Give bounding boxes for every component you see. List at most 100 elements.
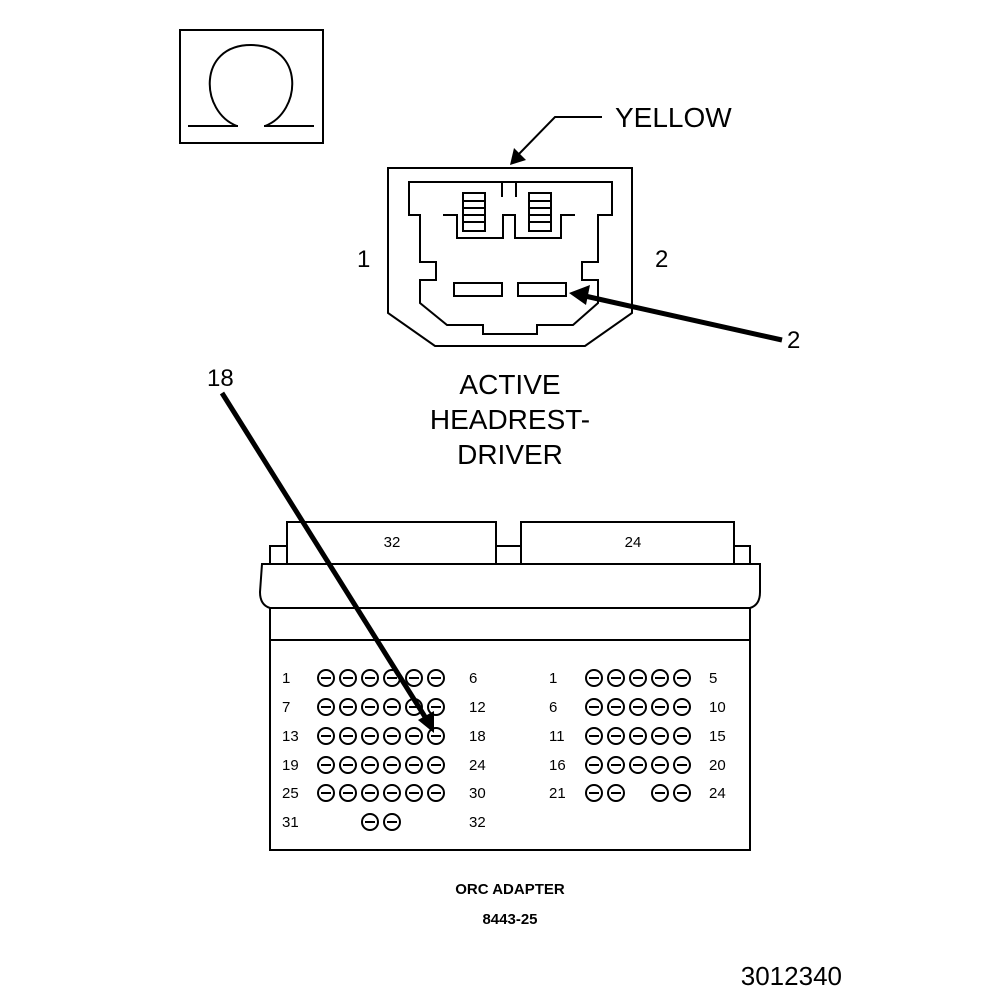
pin-cavity xyxy=(585,756,603,774)
pin-cavity xyxy=(607,727,625,745)
pin-cavity xyxy=(317,756,335,774)
cavity-2 xyxy=(517,282,567,297)
left-row-start-number: 7 xyxy=(282,699,290,716)
pin-cavity xyxy=(383,813,401,831)
pin-cavity xyxy=(361,813,379,831)
left-row-end-number: 12 xyxy=(469,699,486,716)
pin-cavity xyxy=(585,698,603,716)
pin-cavity xyxy=(405,727,423,745)
pin-cavity xyxy=(383,727,401,745)
connector-title-line-2: HEADREST- xyxy=(430,404,590,435)
pin-cavity xyxy=(629,698,647,716)
left-row-end-number: 6 xyxy=(469,670,477,687)
left-row-start-number: 1 xyxy=(282,670,290,687)
pin-cavity xyxy=(339,669,357,687)
cavity-label-right: 2 xyxy=(655,246,668,273)
pin-2-callout-label: 2 xyxy=(787,327,800,354)
orc-adapter xyxy=(258,521,761,851)
pin-cavity xyxy=(361,727,379,745)
pin-cavity xyxy=(361,756,379,774)
cavity-1 xyxy=(453,282,503,297)
pin-cavity xyxy=(673,784,691,802)
pin-cavity xyxy=(629,669,647,687)
pin-cavity xyxy=(317,669,335,687)
left-row-end-number: 32 xyxy=(469,814,486,831)
pin-cavity xyxy=(361,698,379,716)
pin-cavity xyxy=(651,784,669,802)
pin-cavity xyxy=(585,669,603,687)
pin-cavity xyxy=(673,727,691,745)
right-row-end-number: 24 xyxy=(709,785,726,802)
connector-title-line-1: ACTIVE xyxy=(459,369,560,400)
pin-cavity xyxy=(651,669,669,687)
left-row-end-number: 24 xyxy=(469,757,486,774)
pin-cavity xyxy=(427,669,445,687)
plug-b-label: 24 xyxy=(625,534,642,551)
yellow-leader xyxy=(510,116,602,165)
pin-cavity xyxy=(651,698,669,716)
pin-cavity xyxy=(607,784,625,802)
pin-cavity xyxy=(427,727,445,745)
connector-title-line-3: DRIVER xyxy=(457,439,563,470)
pin-cavity xyxy=(339,784,357,802)
latch-right xyxy=(528,192,552,232)
figure-number: 3012340 xyxy=(741,961,842,991)
right-row-end-number: 20 xyxy=(709,757,726,774)
pin-cavity xyxy=(427,784,445,802)
plug-a-label: 32 xyxy=(384,534,401,551)
pin-cavity xyxy=(339,698,357,716)
ohm-symbol-icon xyxy=(179,29,324,144)
pin-cavity xyxy=(651,727,669,745)
left-row-start-number: 25 xyxy=(282,785,299,802)
pin-cavity xyxy=(651,756,669,774)
pin-cavity xyxy=(339,756,357,774)
pin-cavity xyxy=(405,784,423,802)
pin-cavity xyxy=(383,756,401,774)
pin-cavity xyxy=(673,756,691,774)
pin-cavity xyxy=(629,727,647,745)
cavity-label-left: 1 xyxy=(357,246,370,273)
right-row-start-number: 21 xyxy=(549,785,566,802)
pin-18-callout-arrow xyxy=(219,391,434,733)
pin-cavity xyxy=(629,756,647,774)
pin-cavity xyxy=(585,727,603,745)
pin-cavity xyxy=(361,784,379,802)
pin-18-callout-label: 18 xyxy=(207,365,234,392)
right-row-end-number: 15 xyxy=(709,728,726,745)
pin-cavity xyxy=(607,756,625,774)
left-row-start-number: 13 xyxy=(282,728,299,745)
pin-cavity xyxy=(339,727,357,745)
pin-cavity xyxy=(405,756,423,774)
right-row-start-number: 16 xyxy=(549,757,566,774)
right-row-end-number: 10 xyxy=(709,699,726,716)
right-row-start-number: 6 xyxy=(549,699,557,716)
right-row-start-number: 11 xyxy=(549,728,565,745)
pin-cavity xyxy=(383,698,401,716)
pin-cavity xyxy=(607,669,625,687)
left-row-start-number: 31 xyxy=(282,814,299,831)
pin-cavity xyxy=(673,698,691,716)
pin-cavity xyxy=(361,669,379,687)
connector-color-label: YELLOW xyxy=(615,102,732,133)
pin-cavity xyxy=(317,784,335,802)
left-row-end-number: 30 xyxy=(469,785,486,802)
headrest-connector xyxy=(387,167,633,347)
adapter-part-number: 8443-25 xyxy=(482,911,537,928)
left-pin-block: 1 6 7 12 13 18 19 24 25 30 31 32 xyxy=(282,669,486,831)
pin-cavity xyxy=(405,669,423,687)
pin-cavity xyxy=(317,698,335,716)
latch-left xyxy=(462,192,486,232)
right-row-end-number: 5 xyxy=(709,670,717,687)
pin-cavity xyxy=(317,727,335,745)
pin-2-callout-arrow xyxy=(569,285,783,343)
pin-cavity xyxy=(427,756,445,774)
pin-cavity xyxy=(673,669,691,687)
left-row-start-number: 19 xyxy=(282,757,299,774)
adapter-title: ORC ADAPTER xyxy=(455,881,565,898)
left-row-end-number: 18 xyxy=(469,728,486,745)
pin-cavity xyxy=(383,784,401,802)
pin-cavity xyxy=(607,698,625,716)
